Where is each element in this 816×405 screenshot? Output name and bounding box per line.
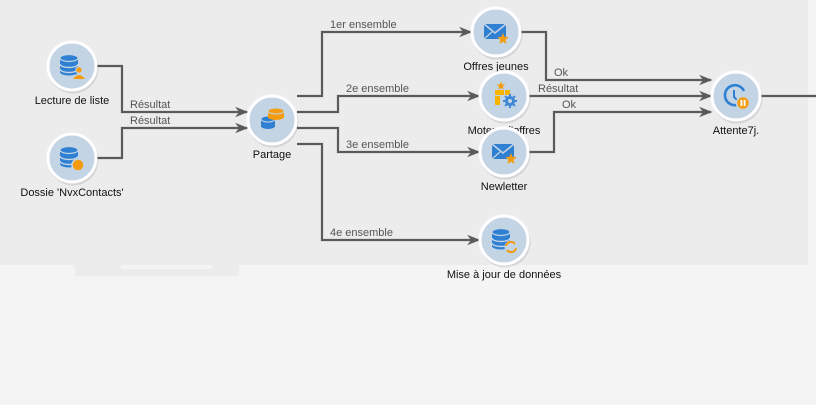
edge-partage-to-newletter[interactable]: 3e ensemble bbox=[297, 126, 481, 158]
edge-label: 3e ensemble bbox=[346, 139, 409, 151]
edge-label: Résultat bbox=[130, 115, 170, 127]
node-offres[interactable]: Offres jeunes bbox=[463, 6, 529, 73]
database-orange-dot-icon bbox=[59, 145, 85, 172]
node-lecture[interactable]: Lecture de liste bbox=[35, 40, 110, 107]
edge-moteur-to-attente[interactable]: Résultat bbox=[529, 83, 713, 102]
edge-offres-to-attente[interactable]: Ok bbox=[521, 30, 713, 86]
edge-label: 2e ensemble bbox=[346, 83, 409, 95]
edge-label: 1er ensemble bbox=[330, 19, 397, 31]
edge-partage-to-maj[interactable]: 4e ensemble bbox=[297, 142, 481, 246]
node-label: Attente7j. bbox=[713, 125, 759, 137]
node-circle[interactable] bbox=[478, 70, 530, 122]
edge-newletter-to-attente[interactable]: Ok bbox=[529, 99, 713, 154]
database-user-icon bbox=[59, 53, 85, 79]
edge-line[interactable] bbox=[297, 26, 473, 98]
node-partage[interactable]: Partage bbox=[246, 94, 299, 161]
edge-line[interactable] bbox=[297, 90, 481, 114]
node-label: Partage bbox=[253, 149, 292, 161]
node-label: Dossie 'NvxContacts' bbox=[20, 187, 123, 199]
tab-highlight bbox=[121, 265, 212, 269]
edge-partage-to-offres[interactable]: 1er ensemble bbox=[297, 19, 473, 98]
canvas-tab-strip bbox=[75, 265, 239, 276]
email-star-icon bbox=[491, 143, 517, 164]
edge-line[interactable] bbox=[297, 142, 481, 246]
node-maj[interactable]: Mise à jour de données bbox=[447, 214, 562, 281]
edge-line[interactable] bbox=[95, 64, 249, 118]
edge-line[interactable] bbox=[297, 126, 481, 158]
workflow-canvas[interactable] bbox=[0, 0, 808, 265]
edge-partage-to-moteur[interactable]: 2e ensemble bbox=[297, 83, 481, 114]
wait-clock-icon bbox=[723, 83, 751, 111]
offer-engine-icon bbox=[495, 81, 517, 108]
edge-line[interactable] bbox=[95, 122, 249, 160]
edge-dossie-to-partage[interactable]: Résultat bbox=[95, 115, 249, 160]
node-attente[interactable]: Attente7j. bbox=[710, 70, 763, 137]
edge-line[interactable] bbox=[529, 106, 713, 154]
edge-lecture-to-partage[interactable]: Résultat bbox=[95, 64, 249, 118]
node-circle[interactable] bbox=[710, 70, 762, 122]
node-label: Mise à jour de données bbox=[447, 269, 562, 281]
edge-label: 4e ensemble bbox=[330, 227, 393, 239]
edge-label: Ok bbox=[562, 99, 577, 111]
email-star-icon bbox=[483, 23, 509, 44]
split-icon bbox=[260, 107, 285, 129]
node-label: Newletter bbox=[481, 181, 528, 193]
node-dossie[interactable]: Dossie 'NvxContacts' bbox=[20, 132, 124, 199]
database-refresh-icon bbox=[491, 227, 518, 254]
node-label: Lecture de liste bbox=[35, 95, 110, 107]
edge-label: Résultat bbox=[130, 99, 170, 111]
edge-label: Résultat bbox=[538, 83, 578, 95]
edge-line[interactable] bbox=[521, 30, 713, 86]
node-moteur[interactable]: Moteur d'offres bbox=[468, 70, 541, 137]
edge-label: Ok bbox=[554, 67, 569, 79]
node-newletter[interactable]: Newletter bbox=[478, 126, 531, 193]
node-label: Offres jeunes bbox=[463, 61, 529, 73]
